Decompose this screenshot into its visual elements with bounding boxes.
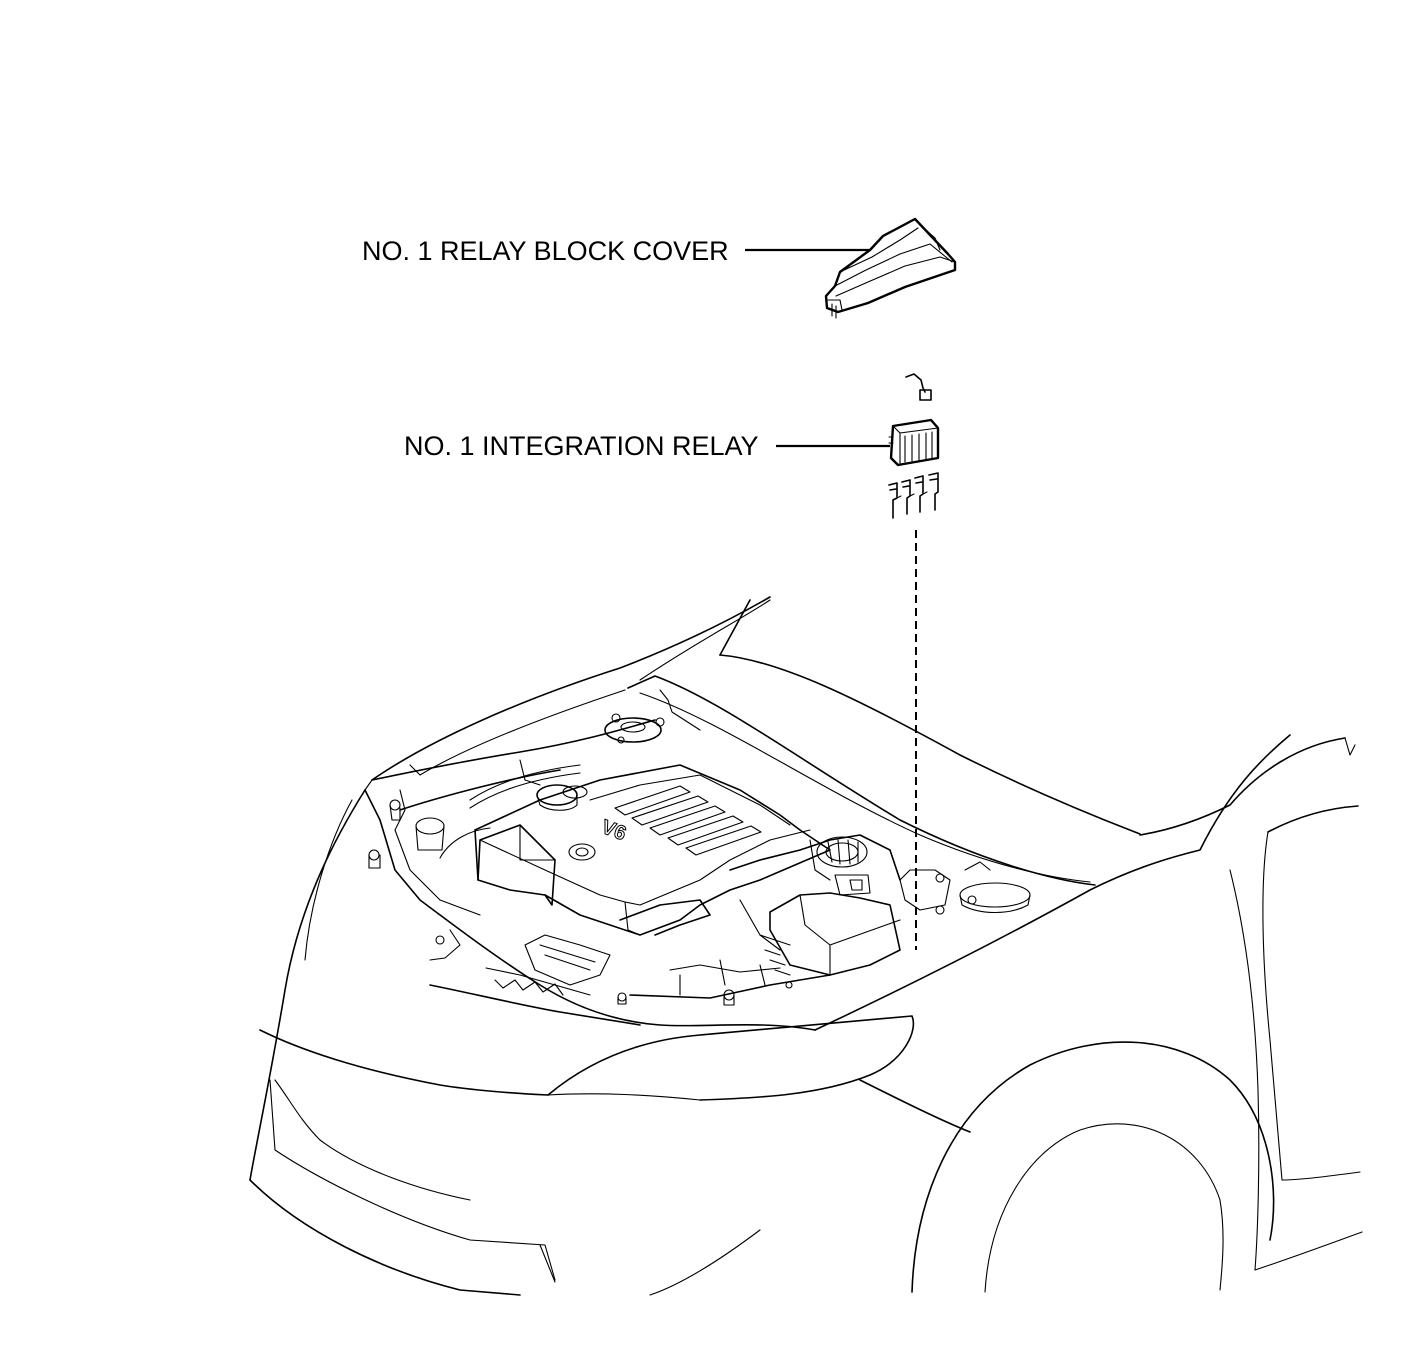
relay-fuses [888, 472, 939, 519]
integration-relay-label: NO. 1 INTEGRATION RELAY [404, 431, 759, 461]
open-hood [364, 596, 1141, 886]
relay-block-cover-label: NO. 1 RELAY BLOCK COVER [362, 236, 729, 266]
relay-block-cover-part [824, 217, 957, 319]
body-panels [249, 734, 1363, 1296]
integration-relay-part [888, 373, 940, 519]
air-intake [729, 834, 901, 896]
vehicle-front-illustration: V6 [249, 596, 1363, 1296]
engine-cover: V6 [474, 764, 831, 936]
air-cleaner-box [739, 892, 901, 976]
engine-bay: V6 [364, 689, 1031, 1031]
engine-badge: V6 [598, 816, 629, 845]
